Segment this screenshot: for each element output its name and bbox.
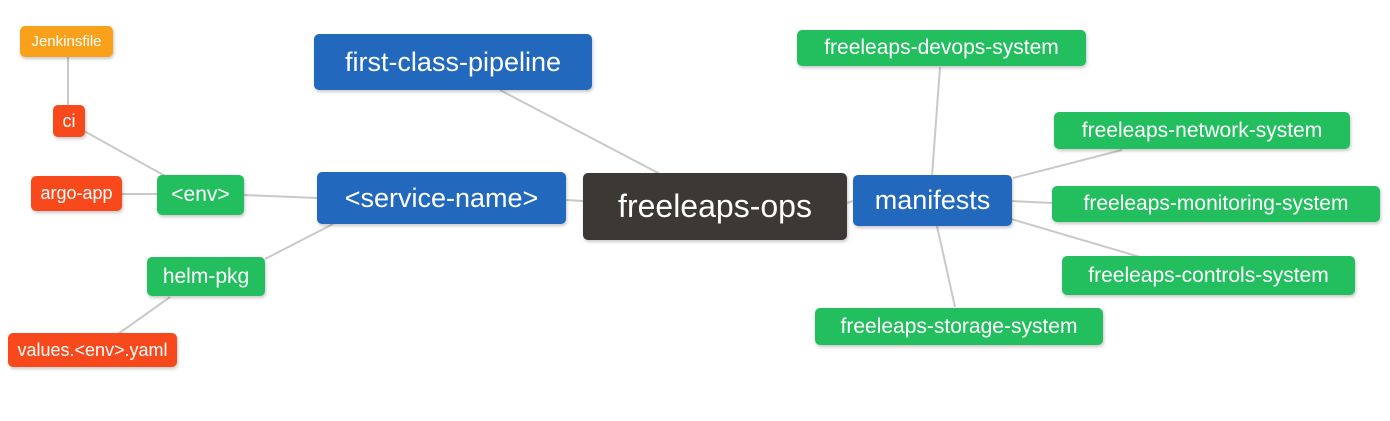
node-ci[interactable]: ci <box>53 105 85 137</box>
node-first-class-pipeline[interactable]: first-class-pipeline <box>314 34 592 90</box>
node-freeleaps-devops-system[interactable]: freeleaps-devops-system <box>797 30 1086 66</box>
node-values-env-yaml[interactable]: values.<env>.yaml <box>8 333 177 367</box>
edge-manifests-devops-system <box>931 66 941 177</box>
edge-helm-pkg-service-name <box>264 223 334 260</box>
edge-env-service-name <box>243 194 318 199</box>
edge-values-helm-pkg <box>117 296 171 335</box>
node-freeleaps-storage-system[interactable]: freeleaps-storage-system <box>815 308 1103 345</box>
node-freeleaps-monitoring-system[interactable]: freeleaps-monitoring-system <box>1052 186 1380 222</box>
node-manifests[interactable]: manifests <box>853 175 1012 226</box>
node-argo-app[interactable]: argo-app <box>31 176 122 211</box>
node-helm-pkg[interactable]: helm-pkg <box>147 257 265 296</box>
node-env[interactable]: <env> <box>157 175 244 215</box>
edge-manifests-controls-system <box>1010 218 1141 258</box>
edge-freeleaps-ops-manifests <box>846 200 854 204</box>
node-freeleaps-network-system[interactable]: freeleaps-network-system <box>1054 112 1350 149</box>
edge-manifests-storage-system <box>936 225 956 308</box>
node-service-name[interactable]: <service-name> <box>317 172 566 224</box>
edge-ci-env <box>83 130 168 178</box>
edge-manifests-network-system <box>1012 149 1123 179</box>
node-jenkinsfile[interactable]: Jenkinsfile <box>20 26 113 57</box>
edge-pipeline-freeleaps-ops <box>499 89 661 175</box>
edge-manifests-monitoring-system <box>1011 200 1053 204</box>
node-freeleaps-controls-system[interactable]: freeleaps-controls-system <box>1062 256 1355 295</box>
edge-service-name-freeleaps-ops <box>565 199 584 202</box>
node-freeleaps-ops[interactable]: freeleaps-ops <box>583 173 847 240</box>
